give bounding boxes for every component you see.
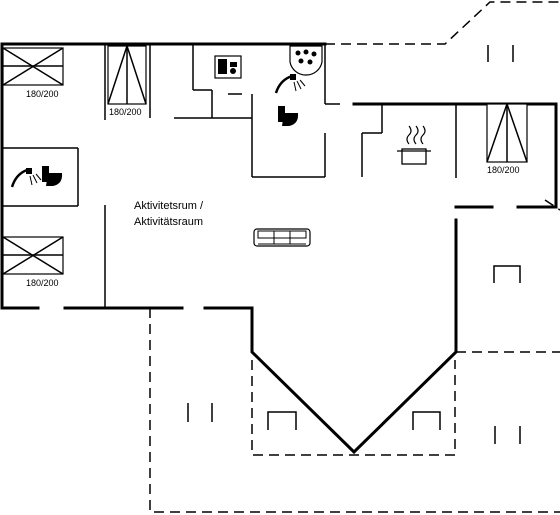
toilet-icon: [42, 166, 63, 186]
jacuzzi-icon: [289, 45, 323, 76]
room-label-line2: Aktivitätsraum: [134, 216, 203, 228]
bed-label-right: 180/200: [487, 165, 520, 175]
bed-left-lower: [2, 236, 64, 275]
washing-machine-icon: [214, 55, 242, 79]
interior-walls: [2, 44, 457, 308]
shower-icon: [274, 74, 306, 94]
toilet-icon: [278, 106, 299, 126]
shower-icon: [10, 168, 42, 188]
exterior-walls: [0, 42, 558, 455]
terrace-outline: [149, 1, 560, 513]
room-label-line1: Aktivitetsrum /: [134, 200, 204, 212]
bed-top-left: [2, 47, 64, 86]
cooking-pot-icon: [397, 125, 431, 165]
sofa-icon: [253, 228, 311, 247]
bed-label-top-middle: 180/200: [109, 107, 142, 117]
bed-label-top-left: 180/200: [26, 89, 59, 99]
pergola-posts: [187, 45, 521, 444]
bed-top-middle: [107, 45, 147, 105]
bed-right: [486, 103, 528, 163]
bed-label-left-lower: 180/200: [26, 278, 59, 288]
